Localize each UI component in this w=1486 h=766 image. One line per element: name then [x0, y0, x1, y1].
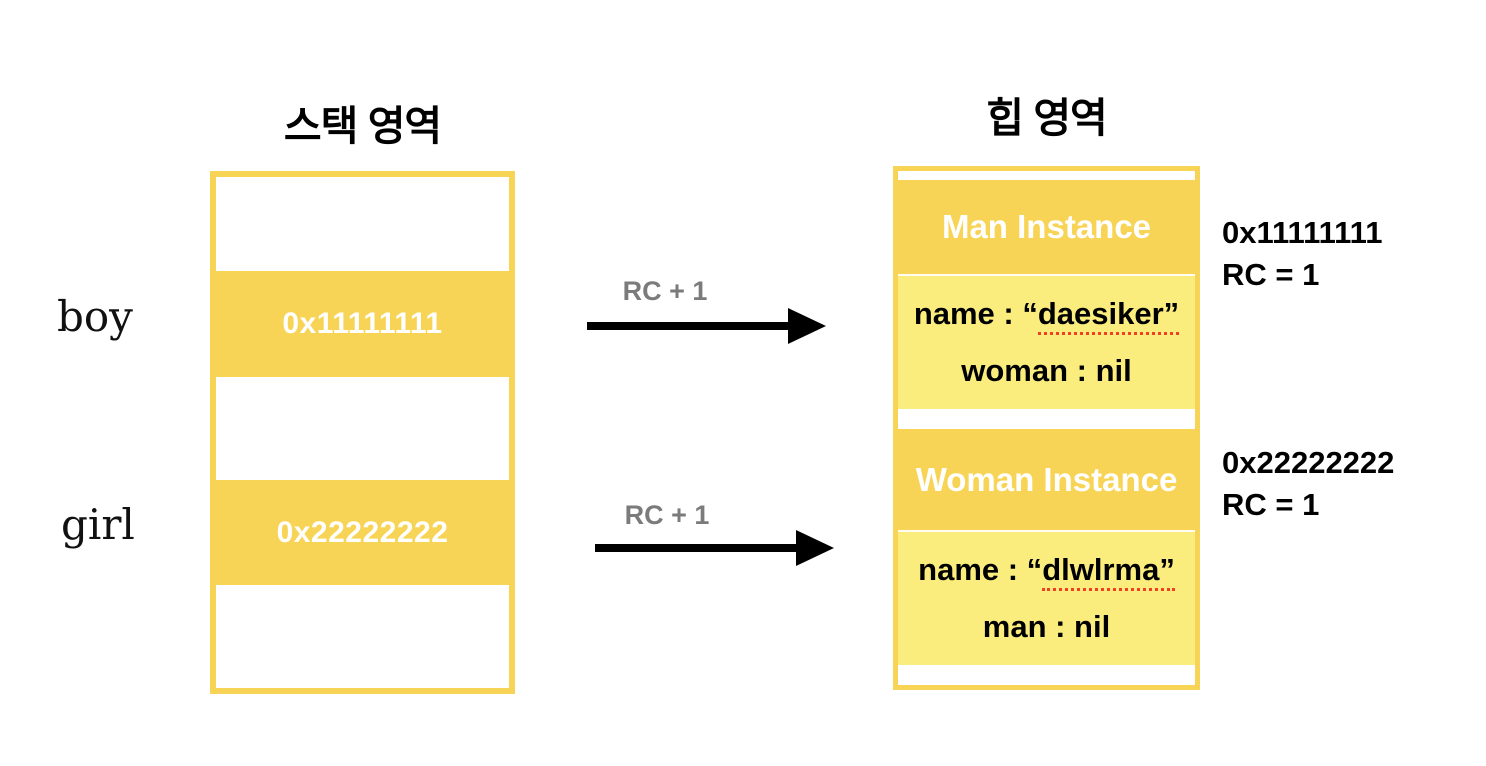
field-suffix: ” [1163, 296, 1180, 332]
rc-increment-label: RC + 1 [624, 500, 710, 530]
stack-box: 0x11111111 0x22222222 [210, 171, 515, 694]
stack-empty-cell [216, 377, 509, 480]
field-name: name : “dlwlrma” [918, 552, 1175, 592]
field-man: man : nil [982, 608, 1111, 644]
stack-address-cell-boy: 0x11111111 [216, 271, 509, 377]
annotation-rc: RC = 1 [1222, 487, 1320, 522]
stack-region-title: 스택 영역 [283, 103, 442, 149]
variable-label-boy: boy [57, 292, 133, 341]
stack-empty-cell [216, 177, 509, 271]
annotation-rc: RC = 1 [1222, 257, 1320, 292]
heap-box: Man Instance name : “daesiker” woman : n… [893, 166, 1200, 690]
annotation-address: 0x22222222 [1222, 445, 1395, 480]
field-prefix: name : “ [913, 296, 1038, 332]
field-name: name : “daesiker” [913, 296, 1180, 336]
man-instance-annotation: 0x11111111 RC = 1 [1222, 212, 1382, 296]
heap-separator [898, 665, 1195, 685]
annotation-address: 0x11111111 [1222, 215, 1383, 250]
heap-separator [898, 171, 1195, 180]
woman-instance-annotation: 0x22222222 RC = 1 [1222, 442, 1394, 526]
arrow-shaft [595, 544, 796, 552]
woman-instance-body: name : “dlwlrma” man : nil [898, 530, 1195, 665]
rc-increment-label: RC + 1 [622, 276, 708, 306]
variable-label-girl: girl [61, 500, 135, 549]
arrow-shaft [587, 322, 788, 330]
misspelled-word: dlwlrma” [1042, 552, 1175, 592]
man-instance-header: Man Instance [941, 208, 1152, 245]
field-woman: woman : nil [961, 352, 1132, 388]
arrow-head [788, 308, 826, 344]
right-arrow-icon [595, 530, 835, 566]
right-arrow-icon [587, 308, 827, 344]
stack-address-cell-girl: 0x22222222 [216, 480, 509, 585]
field-value: dlwlrma [1042, 552, 1160, 588]
man-instance-body: name : “daesiker” woman : nil [898, 274, 1195, 409]
field-value: daesiker [1037, 296, 1164, 332]
misspelled-word: daesiker” [1037, 296, 1180, 336]
stack-empty-cell [216, 585, 509, 688]
heap-separator [898, 409, 1195, 429]
field-prefix: name : “ [918, 552, 1043, 588]
field-suffix: ” [1159, 552, 1175, 588]
arrow-head [796, 530, 834, 566]
woman-instance-header: Woman Instance [915, 460, 1178, 498]
heap-region-title: 힙 영역 [986, 95, 1108, 141]
